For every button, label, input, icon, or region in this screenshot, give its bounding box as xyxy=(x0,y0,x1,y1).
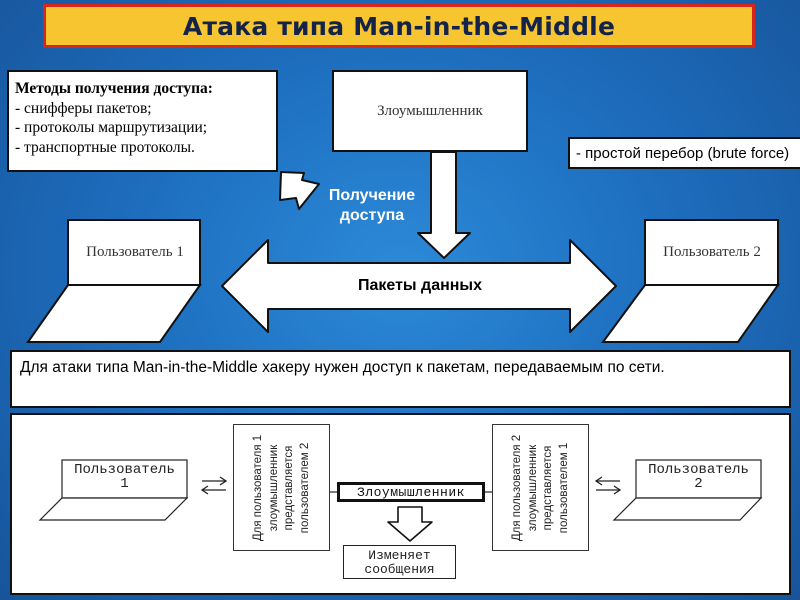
attacker-label: Злоумышленник xyxy=(377,102,483,119)
mini-user1-line: Пользователь xyxy=(74,462,175,478)
right-exchange-arrows xyxy=(594,476,622,495)
modifies-down-arrow xyxy=(387,506,433,542)
mini-user2-label: Пользователь 2 xyxy=(636,463,761,491)
user2-label: Пользователь 2 xyxy=(663,244,761,260)
mini-user2-base xyxy=(612,497,763,521)
access-method-item: - снифферы пакетов; xyxy=(15,99,152,117)
right-perception-text: Для пользователя 2 злоумышленник предста… xyxy=(510,434,570,541)
title-box: Атака типа Man-in-the-Middle xyxy=(43,4,755,48)
modifies-line: сообщения xyxy=(364,562,435,577)
modifies-line: Изменяет xyxy=(368,548,431,563)
access-label-line: Получение xyxy=(328,187,416,204)
brute-force-box: - простой перебор (brute force) xyxy=(568,137,800,169)
slide-title: Атака типа Man-in-the-Middle xyxy=(182,11,616,41)
brute-force-text: - простой перебор (brute force) xyxy=(576,144,790,162)
note-text: Для атаки типа Man-in-the-Middle хакеру … xyxy=(20,359,665,376)
access-label: Получение доступа xyxy=(322,186,422,226)
note-box: Для атаки типа Man-in-the-Middle хакеру … xyxy=(10,350,791,408)
access-down-arrow xyxy=(417,151,471,259)
user1-laptop-screen xyxy=(67,219,201,286)
access-method-item: - транспортные протоколы. xyxy=(15,138,195,156)
left-exchange-arrows xyxy=(200,476,228,495)
left-perception-text: Для пользователя 1 злоумышленник предста… xyxy=(251,434,311,541)
mini-user1-label: Пользователь 1 xyxy=(62,463,187,491)
packets-double-arrow xyxy=(221,239,617,333)
modifies-box: Изменяет сообщения xyxy=(343,545,456,579)
mini-user2-screen xyxy=(635,459,762,499)
user1-label: Пользователь 1 xyxy=(86,244,184,260)
user2-laptop-screen xyxy=(644,219,779,286)
attacker-box: Злоумышленник xyxy=(332,70,528,152)
access-methods-box: Методы получения доступа: - снифферы пак… xyxy=(7,70,278,172)
right-perception-box: Для пользователя 2 злоумышленник предста… xyxy=(492,424,589,551)
left-perception-box: Для пользователя 1 злоумышленник предста… xyxy=(233,424,330,551)
mini-user1-screen xyxy=(61,459,188,499)
access-label-line: доступа xyxy=(339,207,405,224)
mini-user1-base xyxy=(38,497,189,521)
methods-arrow xyxy=(279,171,320,210)
mini-attacker-label: Злоумышленник xyxy=(357,484,465,500)
access-method-item: - протоколы маршрутизации; xyxy=(15,119,208,136)
mini-user2-line: Пользователь xyxy=(648,462,749,478)
mini-user1-line: 1 xyxy=(120,476,129,492)
packets-label: Пакеты данных xyxy=(358,277,482,294)
mini-user2-line: 2 xyxy=(694,476,703,492)
access-methods-heading: Методы получения доступа: xyxy=(15,80,213,97)
mini-attacker-box: Злоумышленник xyxy=(337,482,485,502)
